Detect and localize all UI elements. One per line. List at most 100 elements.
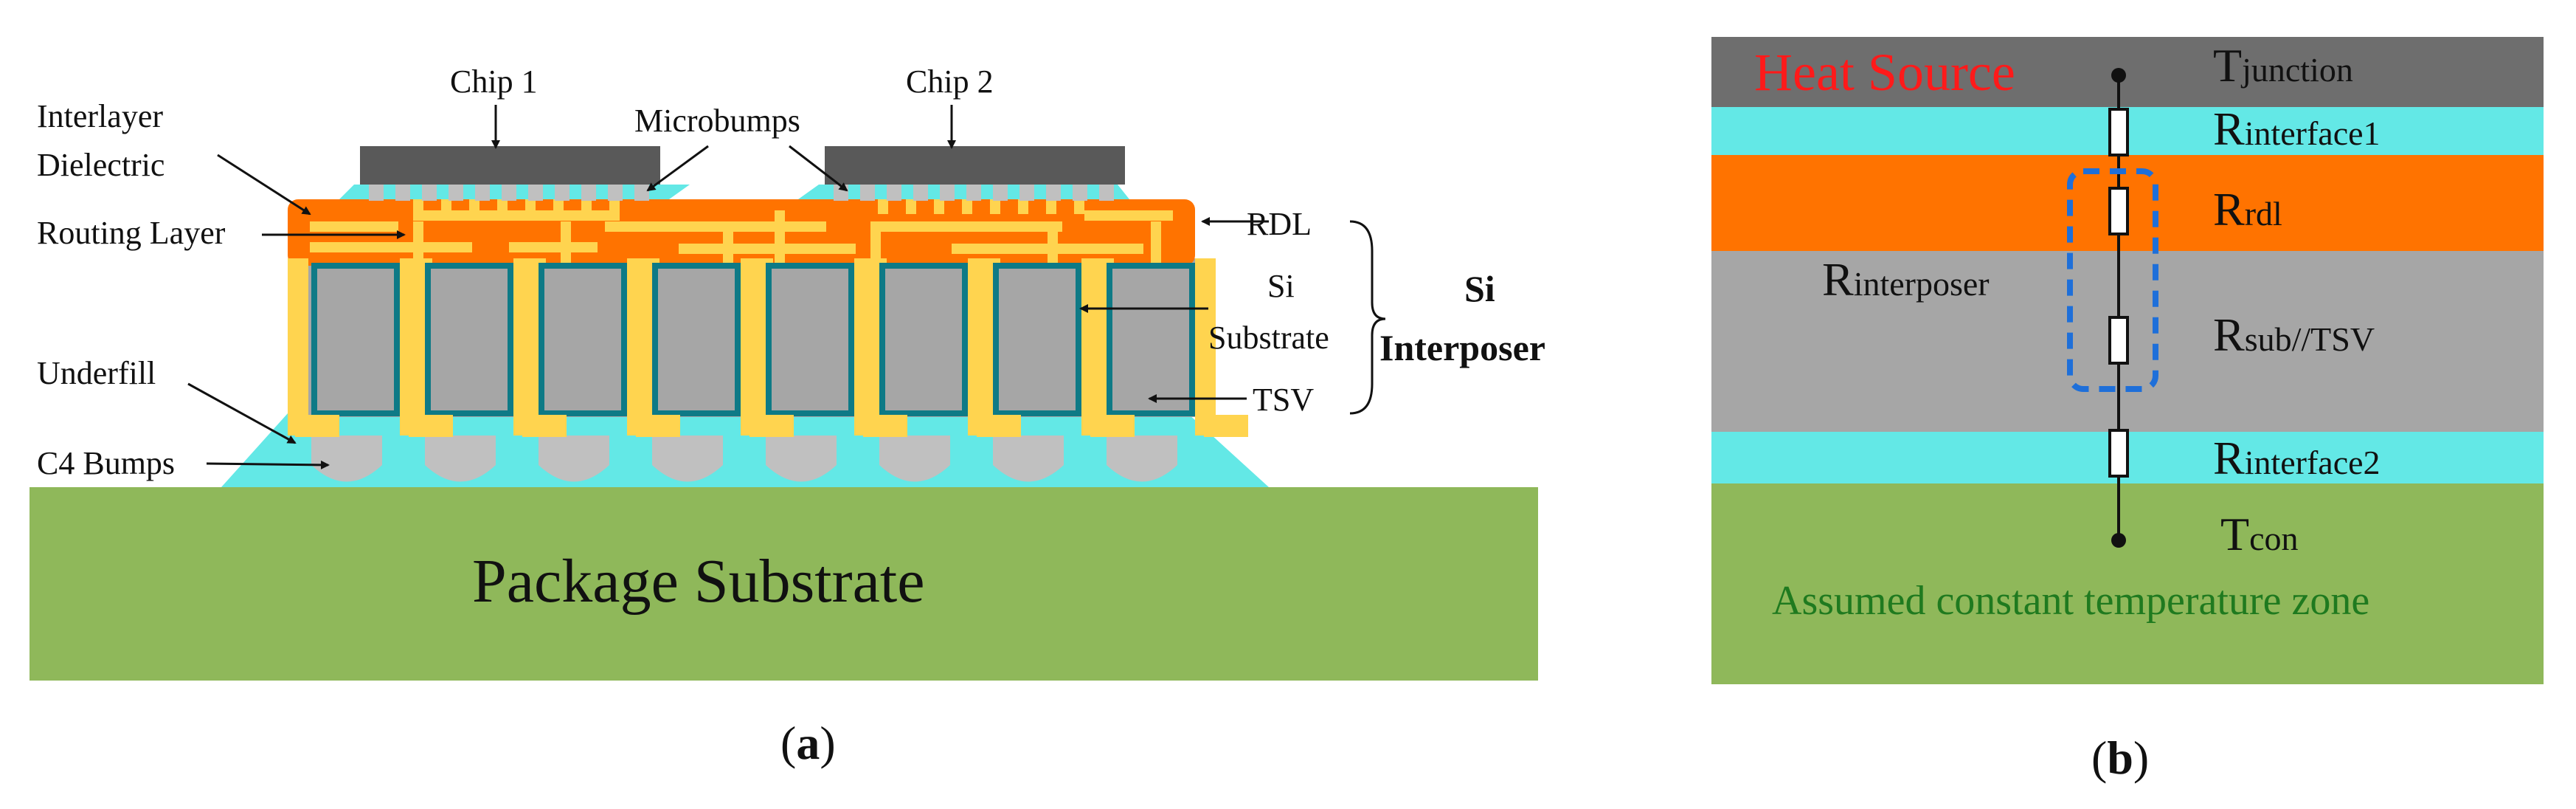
routing-pad (934, 199, 944, 214)
c4-bump (425, 436, 496, 482)
rdl-layer (288, 199, 1195, 266)
microbump (993, 185, 1008, 201)
routing-trace (310, 221, 398, 232)
bottom-pad (636, 415, 680, 437)
panel-a: Chip 1 Chip 2 Interlayer Dielectric Micr… (30, 63, 1545, 769)
si-block (879, 263, 968, 416)
c4-bump (652, 436, 723, 482)
resistor-rdl (2108, 187, 2129, 235)
c4-bump (879, 436, 950, 482)
routing-pad (525, 199, 536, 214)
routing-pad (497, 199, 508, 214)
tsv-array (288, 258, 1248, 437)
t-con-label: Tcon (2220, 508, 2299, 560)
microbump (1019, 185, 1034, 201)
microbump (555, 185, 569, 201)
routing-pad (581, 199, 592, 214)
microbump (860, 185, 875, 201)
routing-trace (561, 221, 571, 266)
routing-pad (1074, 199, 1084, 214)
routing-trace (413, 210, 620, 221)
interposer-dashed-box (2067, 168, 2158, 392)
tsv-label: TSV (1253, 382, 1314, 418)
heat-source-label: Heat Source (1754, 43, 2015, 102)
interposer-brace (1349, 220, 1386, 415)
si-block (766, 263, 854, 416)
r-sub-tsv-label: Rsub//TSV (2213, 309, 2375, 361)
si-block (539, 263, 627, 416)
underfill-label: Underfill (37, 355, 156, 391)
routing-pad (609, 199, 620, 214)
bottom-pad (863, 415, 907, 437)
c4-bumps (311, 436, 1177, 482)
caption-b: (b) (2091, 731, 2149, 784)
microbump (966, 185, 981, 201)
layer-top (1711, 37, 2544, 107)
routing-trace (1084, 210, 1173, 221)
routing-pad (553, 199, 564, 214)
microbump (528, 185, 543, 201)
routing-pad (962, 199, 972, 214)
microbump (608, 185, 623, 201)
resistor-sub-tsv (2108, 316, 2129, 365)
microbump (395, 185, 410, 201)
routing-trace (775, 210, 785, 266)
resistor-interface2 (2108, 429, 2129, 478)
routing-layer (310, 199, 1173, 266)
bottom-pad (749, 415, 794, 437)
tsv-copper (1195, 258, 1216, 436)
microbump (449, 185, 463, 201)
interlayer-label-1: Interlayer (37, 98, 163, 134)
bottom-pad (295, 415, 339, 437)
tsv-copper (288, 258, 308, 436)
routing-trace (605, 221, 826, 232)
t-junction-label: Tjunction (2213, 39, 2353, 92)
microbump (369, 185, 384, 201)
rdl-label: RDL (1247, 206, 1312, 242)
c4-bump (539, 436, 609, 482)
c4-bump (993, 436, 1064, 482)
si-substrate-label-2: Substrate (1208, 320, 1329, 356)
microbumps-label: Microbumps (634, 103, 800, 139)
microbump (940, 185, 955, 201)
constant-zone-label: Assumed constant temperature zone (1772, 578, 2369, 624)
c4-bumps-label: C4 Bumps (37, 445, 175, 481)
chip1-label: Chip 1 (450, 63, 538, 100)
microbumps-row (369, 185, 1114, 201)
bottom-pad (1204, 415, 1248, 437)
routing-trace (1048, 221, 1058, 266)
r-interface1-label: Rinterface1 (2213, 103, 2381, 155)
routing-pad (469, 199, 479, 214)
microbump (422, 185, 437, 201)
c4-bump (311, 436, 382, 482)
routing-trace (679, 244, 856, 254)
microbump (502, 185, 516, 201)
bottom-pad (1090, 415, 1135, 437)
microbump (1099, 185, 1114, 201)
package-substrate (30, 487, 1538, 681)
chip-2 (825, 146, 1125, 185)
si-substrate-label-1: Si (1267, 268, 1295, 304)
routing-pad (413, 199, 423, 214)
routing-pad (441, 199, 451, 214)
routing-trace (310, 242, 472, 252)
si-interposer-label-2: Interposer (1379, 327, 1545, 368)
microbump (887, 185, 901, 201)
si-block (1107, 263, 1195, 416)
c4-bump (1107, 436, 1177, 482)
panel-b: Heat Source Tjunction Rinterface1 Rrdl R… (1711, 37, 2544, 784)
caption-a: (a) (780, 717, 836, 769)
routing-trace (413, 221, 423, 266)
layer-package (1711, 483, 2544, 684)
routing-pad (906, 199, 916, 214)
routing-layer-label: Routing Layer (37, 215, 226, 251)
si-block (652, 263, 741, 416)
si-block (425, 263, 513, 416)
routing-trace (870, 221, 881, 266)
si-block (311, 263, 400, 416)
interlayer-label-2: Dielectric (37, 147, 165, 183)
microbump (475, 185, 490, 201)
routing-pad (990, 199, 1000, 214)
r-interposer-label: Rinterposer (1822, 253, 1990, 306)
